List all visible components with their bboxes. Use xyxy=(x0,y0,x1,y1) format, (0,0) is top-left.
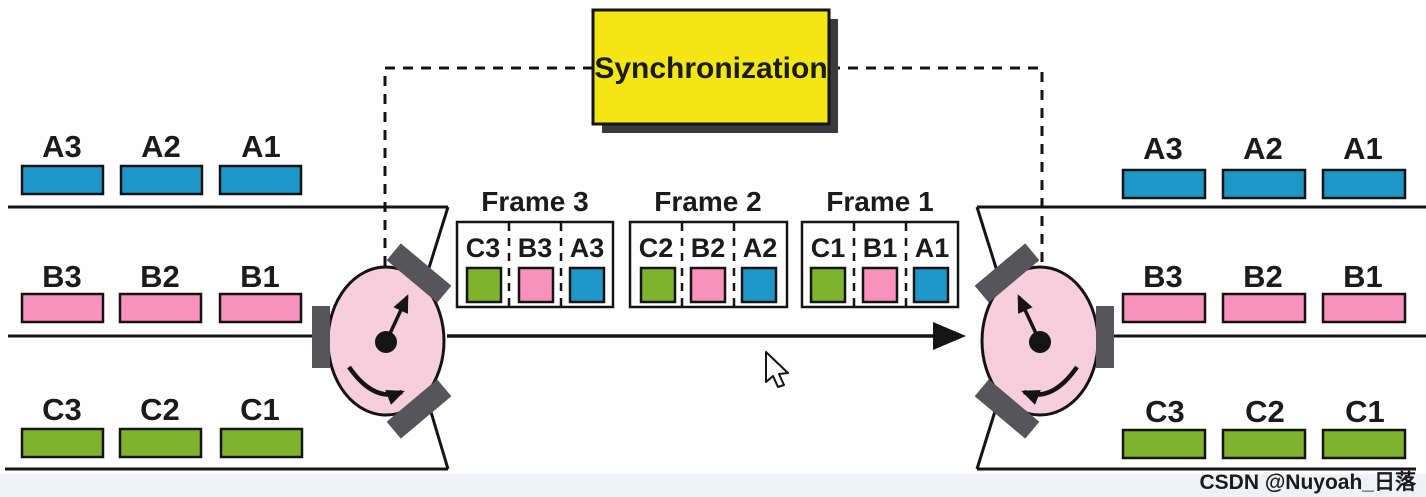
right-stream-a: A3 A2 A1 xyxy=(1121,131,1407,200)
frame-title: Frame 1 xyxy=(826,186,933,217)
frame-title: Frame 3 xyxy=(481,186,588,217)
data-block-a2 xyxy=(119,164,204,196)
stream-label: B1 xyxy=(240,259,280,294)
slot-label: A3 xyxy=(570,233,605,263)
data-block-b1 xyxy=(1321,292,1407,324)
data-block-c3 xyxy=(20,427,105,459)
slot-label: B3 xyxy=(518,233,553,263)
slot-label: C3 xyxy=(466,233,501,263)
mux-pivot-dot xyxy=(375,331,397,353)
stream-label: A2 xyxy=(141,129,181,164)
sync-link-left xyxy=(383,66,593,333)
frame-1: Frame 1 C1 B1 A1 xyxy=(800,186,960,309)
left-commutator xyxy=(312,243,452,439)
data-block-b2 xyxy=(118,292,203,324)
data-block-b3 xyxy=(1121,292,1207,324)
mux-contact-pad-top xyxy=(386,243,452,303)
frame-2: Frame 2 C2 B2 A2 xyxy=(628,186,789,309)
data-block-b1 xyxy=(218,292,303,324)
stream-label: B3 xyxy=(42,259,82,294)
sync-box-body xyxy=(591,8,831,126)
demux-pivot-dot xyxy=(1029,331,1051,353)
demux-contact-pad-bottom xyxy=(974,379,1040,439)
stream-label: A1 xyxy=(241,129,281,164)
stream-label: A2 xyxy=(1243,131,1283,166)
data-block-b2 xyxy=(1221,292,1307,324)
slot-label: C1 xyxy=(811,233,846,263)
frame-3: Frame 3 C3 B3 A3 xyxy=(455,186,615,309)
slot-label: B1 xyxy=(863,233,898,263)
slot-label: B2 xyxy=(691,233,726,263)
right-stream-c: C3 C2 C1 xyxy=(1121,394,1407,460)
mux-rotation-arrow-icon xyxy=(347,365,405,405)
stream-label: B3 xyxy=(1143,259,1183,294)
stream-label: A3 xyxy=(42,129,82,164)
demux-contact-pad-top xyxy=(974,243,1040,303)
slot-chip-a xyxy=(568,266,606,304)
footer-band xyxy=(0,474,1426,497)
slot-chip-a xyxy=(740,266,778,304)
stream-label: C1 xyxy=(1345,394,1385,429)
slot-chip-b xyxy=(861,266,899,304)
stream-label: C1 xyxy=(240,392,280,427)
data-block-a3 xyxy=(20,164,105,196)
stream-label: C2 xyxy=(1245,394,1285,429)
right-output-lines xyxy=(975,205,1426,471)
frame-title: Frame 2 xyxy=(654,186,761,217)
slot-label: A2 xyxy=(743,233,778,263)
data-block-c1 xyxy=(1321,428,1407,460)
data-block-b3 xyxy=(20,292,105,324)
slot-chip-b xyxy=(517,266,555,304)
sync-dashed-links xyxy=(383,66,1044,333)
stream-label: C3 xyxy=(42,392,82,427)
mouse-cursor-icon xyxy=(765,351,789,388)
data-block-a2 xyxy=(1221,168,1307,200)
transmission-arrowhead-icon xyxy=(933,322,966,350)
right-commutator xyxy=(974,243,1114,439)
stream-label: B2 xyxy=(140,259,180,294)
mux-contact-pad-bottom xyxy=(386,379,452,439)
synchronization-box: Synchronization xyxy=(591,8,838,133)
stream-label: B2 xyxy=(1243,259,1283,294)
slot-chip-c xyxy=(809,266,847,304)
data-block-c2 xyxy=(1221,428,1307,460)
slot-chip-c xyxy=(465,266,503,304)
slot-label: A1 xyxy=(915,233,950,263)
slot-chip-b xyxy=(689,266,727,304)
watermark-text: CSDN @Nuyoah_日落 xyxy=(1199,471,1417,494)
left-stream-b: B3 B2 B1 xyxy=(20,259,303,324)
stream-label: C2 xyxy=(140,392,180,427)
sync-box-label: Synchronization xyxy=(594,52,827,85)
demux-contact-pad-right xyxy=(1096,306,1114,368)
mux-contact-pad-left xyxy=(312,306,330,368)
right-stream-b: B3 B2 B1 xyxy=(1121,259,1407,324)
data-block-a1 xyxy=(218,164,303,196)
data-block-c2 xyxy=(118,427,203,459)
left-stream-c: C3 C2 C1 xyxy=(20,392,304,459)
data-block-c1 xyxy=(219,427,304,459)
demux-rotation-arrow-icon xyxy=(1021,365,1079,405)
left-stream-a: A3 A2 A1 xyxy=(20,129,303,196)
data-block-c3 xyxy=(1121,428,1207,460)
slot-chip-c xyxy=(639,266,677,304)
data-block-a1 xyxy=(1321,168,1407,200)
stream-label: B1 xyxy=(1343,259,1383,294)
stream-label: C3 xyxy=(1145,394,1185,429)
slot-label: C2 xyxy=(639,233,674,263)
stream-label: A3 xyxy=(1143,131,1183,166)
slot-chip-a xyxy=(912,266,950,304)
data-block-a3 xyxy=(1121,168,1207,200)
stream-label: A1 xyxy=(1343,131,1383,166)
left-input-lines xyxy=(5,205,450,471)
